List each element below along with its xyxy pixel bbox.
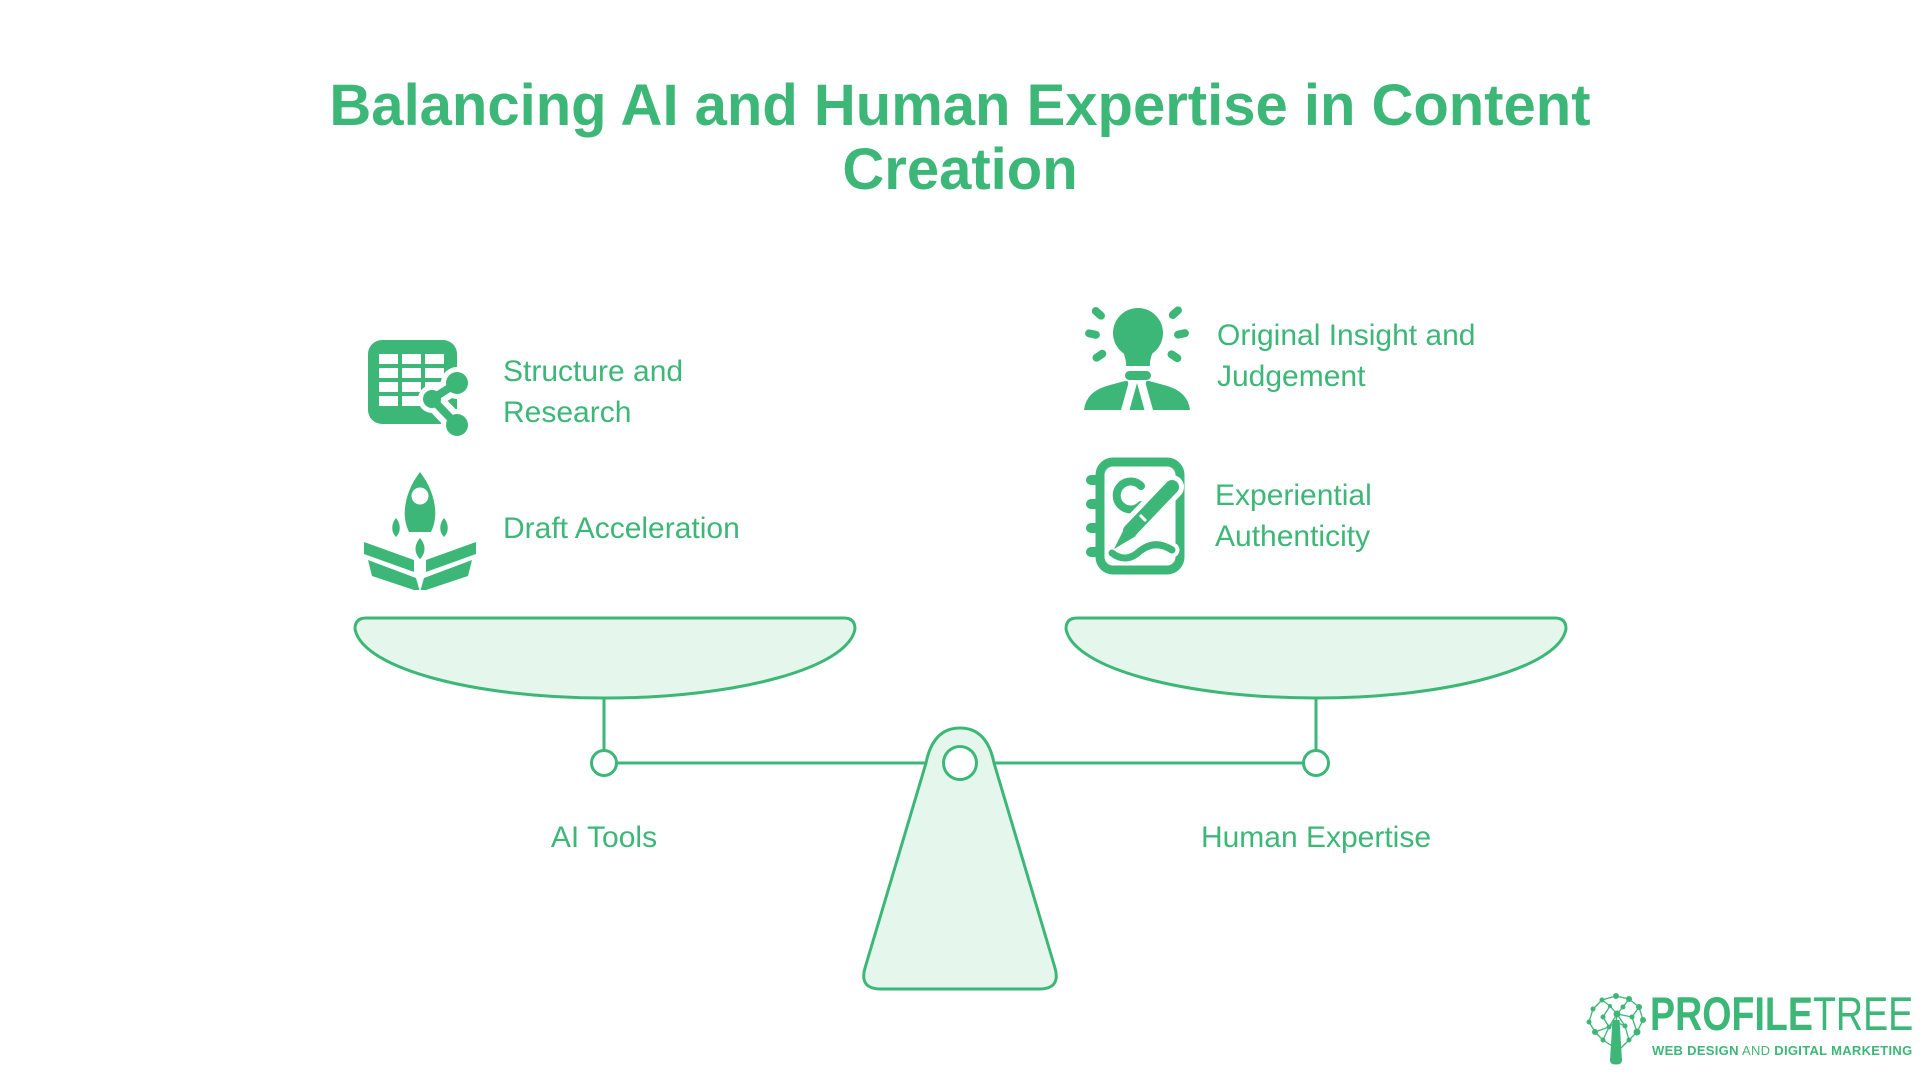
table-share-icon [368,340,473,441]
feature-experiential-authenticity: Experiential Authenticity [1082,457,1372,575]
fulcrum-pivot-hole [942,745,978,781]
profiletree-logo: PROFILETREE WEB DESIGN AND DIGITAL MARKE… [1585,988,1913,1068]
profiletree-tagline: WEB DESIGN AND DIGITAL MARKETING [1652,1044,1913,1058]
wordmark-tree: TREE [1812,987,1914,1040]
right-pan [1064,616,1568,700]
left-beam-joint [590,749,618,777]
tagline-digital-marketing: DIGITAL MARKETING [1774,1043,1913,1058]
feature-label-experiential-authenticity: Experiential Authenticity [1215,479,1372,553]
page-title-line1: Balancing AI and Human Expertise in Cont… [329,73,1591,138]
page-title: Balancing AI and Human Expertise in Cont… [0,74,1920,202]
feature-structure-research: Structure and Research [365,336,683,448]
feature-label-draft-acceleration: Draft Acceleration [503,511,740,545]
left-pan [353,616,857,700]
network-tree-icon [1586,993,1646,1065]
rocket-launch-icon [364,472,476,590]
feature-draft-acceleration: Draft Acceleration [358,466,740,590]
lightbulb-person-icon [1084,306,1190,410]
right-pan-label: Human Expertise [1200,821,1432,854]
feature-label-structure-research: Structure and Research [503,355,684,429]
notebook-pen-icon [1086,457,1185,575]
feature-label-original-insight: Original Insight and Judgement [1217,319,1476,393]
left-pan-label: AI Tools [550,821,658,854]
right-beam-joint [1302,749,1330,777]
page-title-line2: Creation [842,137,1078,202]
profiletree-wordmark: PROFILETREE [1650,990,1913,1037]
tagline-and: AND [1738,1043,1775,1058]
feature-original-insight: Original Insight and Judgement [1080,299,1476,413]
scale-fulcrum [862,726,1058,991]
wordmark-profile: PROFILE [1650,987,1813,1040]
tagline-web-design: WEB DESIGN [1652,1043,1739,1058]
